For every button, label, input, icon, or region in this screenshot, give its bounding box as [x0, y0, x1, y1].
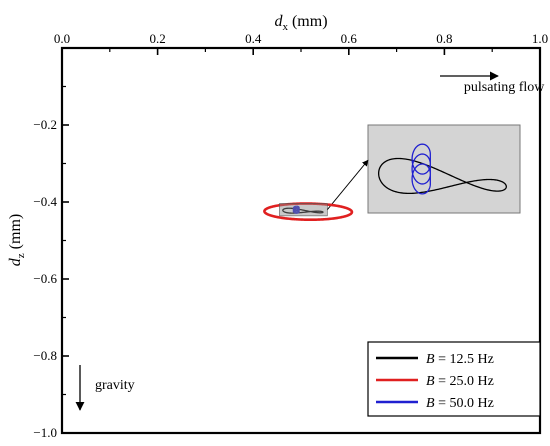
inset-background [367, 124, 521, 214]
zoom-region-box [279, 203, 328, 217]
y-axis-ticks: −0.2 −0.4 −0.6 −0.8 −1.0 [33, 85, 69, 440]
series-layer [263, 202, 354, 222]
series-2-trajectory [292, 205, 300, 214]
y-tick-label-4: −1.0 [33, 425, 57, 440]
x-tick-label-0: 0.0 [54, 31, 70, 46]
inset-series-0 [377, 157, 507, 195]
x-tick-label-2: 0.4 [245, 31, 262, 46]
gravity-label: gravity [95, 378, 135, 393]
inset-curves [377, 143, 507, 195]
legend-label-0: B = 12.5 Hz [426, 352, 494, 367]
series-1-trajectory [263, 202, 354, 222]
y-tick-label-0: −0.2 [33, 117, 57, 132]
legend-label-2: B = 50.0 Hz [426, 396, 494, 411]
x-axis-ticks: 0.0 0.2 0.4 0.6 0.8 1.0 [54, 31, 548, 55]
x-tick-label-4: 0.8 [436, 31, 452, 46]
pulsating-flow-label: pulsating flow [464, 80, 545, 95]
legend: B = 12.5 Hz B = 25.0 Hz B = 50.0 Hz [367, 341, 541, 417]
series-0-trajectory [282, 207, 324, 214]
x-tick-label-1: 0.2 [149, 31, 165, 46]
x-axis-title: dx (mm) [274, 13, 327, 33]
inset-series-2 [411, 143, 431, 195]
legend-label-1: B = 25.0 Hz [426, 374, 494, 389]
y-axis-title: dz (mm) [7, 214, 27, 266]
y-tick-label-3: −0.8 [33, 348, 57, 363]
x-tick-label-5: 1.0 [532, 31, 548, 46]
annotations: pulsating flow gravity [75, 71, 545, 411]
inset-zoom [326, 124, 521, 214]
inset-pointer-arrow [326, 159, 369, 210]
y-tick-label-2: −0.6 [33, 271, 57, 286]
y-tick-label-1: −0.4 [33, 194, 57, 209]
x-tick-label-3: 0.6 [341, 31, 358, 46]
